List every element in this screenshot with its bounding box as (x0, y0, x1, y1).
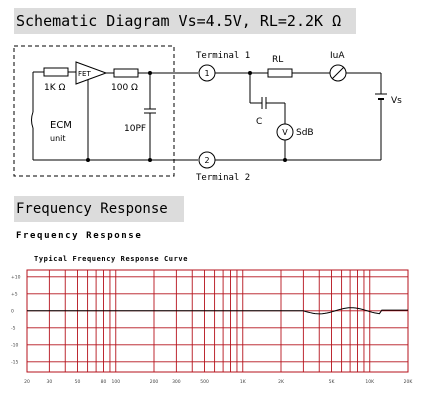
x-tick-label: 20 (24, 379, 30, 385)
resistor-100 (113, 68, 139, 78)
ecm-label: ECM (50, 120, 72, 131)
x-tick-labels: 20 30 50 80 100 200 300 500 1K 2K 5K 10K 20K (24, 379, 413, 385)
resistor-1k-label: 1K Ω (44, 83, 65, 93)
y-tick-label: -15 (11, 359, 18, 365)
terminal-1-label: Terminal 1 (196, 51, 250, 61)
x-tick-label: 300 (172, 379, 181, 385)
terminal-2-label: Terminal 2 (196, 173, 250, 183)
schematic-title: Schematic Diagram Vs=4.5V, RL=2.2K Ω (14, 8, 356, 34)
ammeter-needle (331, 66, 345, 80)
ecm-enclosure (13, 45, 175, 177)
y-tick-label: +5 (11, 291, 18, 297)
battery-label: Vs (391, 96, 402, 106)
x-tick-label: 2K (278, 379, 285, 385)
x-tick-label: 1K (240, 379, 247, 385)
response-curve (27, 307, 408, 315)
rl-label: RL (272, 55, 283, 65)
capacitor-c-label: C (256, 117, 262, 127)
chart-grid (26, 269, 409, 373)
ecm-unit-label: unit (50, 134, 66, 143)
voltmeter-letter: V (282, 128, 288, 137)
y-tick-label: +10 (11, 274, 21, 280)
ammeter-label: IuA (330, 51, 345, 61)
x-tick-label: 10K (365, 379, 375, 385)
fet-label: FET (78, 70, 91, 78)
resistor-1k (43, 67, 69, 77)
x-tick-label: 80 (101, 379, 107, 385)
frequency-subheading: Frequency Response (16, 231, 143, 241)
x-tick-label: 200 (150, 379, 159, 385)
resistor-rl (267, 68, 293, 78)
x-tick-label: 5K (329, 379, 336, 385)
x-tick-label: 20K (404, 379, 414, 385)
x-tick-label: 500 (200, 379, 209, 385)
frequency-heading: Frequency Response (14, 196, 184, 222)
x-tick-label: 100 (111, 379, 120, 385)
ecm-capsule-symbol (31, 111, 34, 129)
voltmeter-label: SdB (296, 128, 314, 138)
y-tick-label: 0 (11, 308, 14, 314)
x-tick-label: 50 (75, 379, 81, 385)
y-tick-labels: +10 +5 0 -5 -10 -15 (11, 274, 21, 365)
y-tick-label: -5 (11, 325, 16, 331)
x-tick-label: 30 (46, 379, 52, 385)
fet-symbol (75, 61, 108, 85)
chart-title: Typical Frequency Response Curve (34, 255, 188, 263)
terminal-1-number: 1 (204, 69, 209, 78)
terminal-2-number: 2 (204, 156, 209, 165)
chart-frame (26, 269, 409, 373)
y-tick-label: -10 (11, 342, 18, 348)
capacitor-10pf-label: 10PF (124, 124, 146, 134)
resistor-100-label: 100 Ω (111, 83, 138, 93)
junction-dot (248, 71, 252, 75)
